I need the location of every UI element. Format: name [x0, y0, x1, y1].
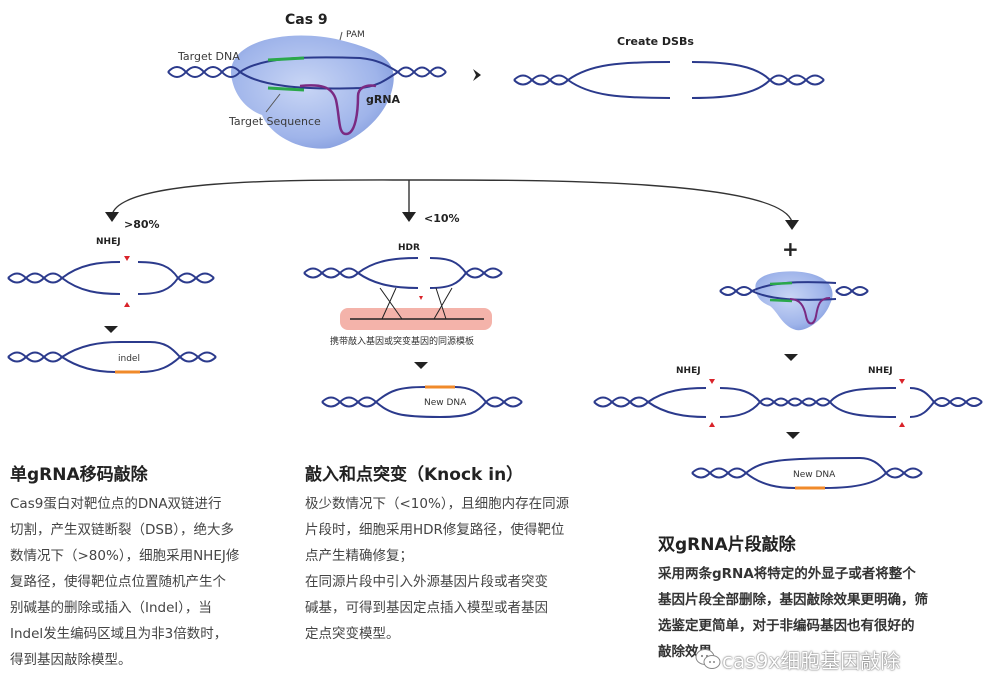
pam-label: PAM [346, 30, 365, 40]
body-line: 别碱基的删除或插入（Indel），当 [10, 600, 212, 616]
nhej-label: NHEJ [96, 237, 121, 247]
hdr-label: HDR [398, 243, 420, 253]
indel-label: indel [118, 354, 140, 364]
dna-bottom-strand [239, 71, 399, 90]
body-line: 点产生精确修复； [305, 548, 413, 564]
cas9-title: Cas 9 [285, 12, 328, 28]
target-dna-label: Target DNA [177, 50, 240, 63]
cut-marker [709, 379, 715, 384]
indel-dna [7, 341, 217, 374]
double-new-dna [691, 456, 923, 490]
template-label: 携带敲入基因或突变基因的同源模板 [330, 335, 474, 347]
cas9-complex-small [719, 271, 869, 331]
arrow-down-icon [784, 354, 798, 361]
body-line: 碱基，可得到基因定点插入模型或者基因 [305, 600, 548, 616]
body-line: 极少数情况下（<10%），且细胞内存在同源 [305, 496, 570, 512]
dsb-dna [513, 61, 825, 99]
cas9-complex [167, 31, 447, 149]
section-title: 单gRNA移码敲除 [10, 465, 148, 485]
dna-helix-right [397, 66, 447, 78]
arrow-down-icon [414, 362, 428, 369]
body-line: Cas9蛋白对靶位点的DNA双链进行 [10, 496, 222, 512]
cut-marker [899, 422, 905, 427]
body-line: 在同源片段中引入外源基因片段或者突变 [305, 574, 548, 590]
section-title: 双gRNA片段敲除 [658, 535, 796, 555]
watermark: cas9x细胞基因敲除 [722, 649, 901, 673]
nhej-broken-dna [7, 261, 215, 295]
arrow-down-icon [402, 212, 416, 222]
body-line: 复路径，使得靶位点位置随机产生个 [10, 574, 226, 590]
target-sequence-top [267, 56, 305, 62]
body-line: 切割，产生双链断裂（DSB），绝大多 [10, 522, 234, 538]
plus-sign: + [782, 237, 799, 261]
nhej-label-1: NHEJ [676, 366, 701, 376]
cut-marker [899, 379, 905, 384]
crossover-lines [379, 287, 453, 320]
section-body: 极少数情况下（<10%），且细胞内存在同源 片段时，细胞采用HDR修复路径，使得… [305, 491, 605, 647]
section-single-grna: 单gRNA移码敲除 Cas9蛋白对靶位点的DNA双链进行 切割，产生双链断裂（D… [10, 460, 270, 673]
pct-nhej: >80% [124, 218, 160, 231]
arrow-down-icon [104, 326, 118, 333]
body-line: 定点突变模型。 [305, 626, 400, 642]
body-line: 选鉴定更简单，对于非编码基因也有很好的 [658, 618, 915, 634]
section-title: 敲入和点突变（Knock in） [305, 465, 524, 485]
body-line: 数情况下（>80%），细胞采用NHEJ修 [10, 548, 240, 564]
target-sequence-label: Target Sequence [228, 115, 321, 128]
hdr-new-dna [321, 385, 523, 419]
cut-marker [419, 296, 423, 300]
new-dna-label-middle: New DNA [424, 398, 467, 408]
body-line: 基因片段全部删除，基因敲除效果更明确，筛 [658, 592, 928, 608]
create-dsbs-label: Create DSBs [617, 35, 694, 48]
new-dna-label-right: New DNA [793, 470, 836, 480]
grna-label: gRNA [366, 93, 401, 106]
cut-marker [124, 256, 130, 261]
target-sequence-bottom [267, 86, 305, 92]
body-line: 片段时，细胞采用HDR修复路径，使得靶位 [305, 522, 565, 538]
pct-hdr: <10% [424, 212, 460, 225]
branch-arrows [111, 179, 793, 223]
cas9-protein [231, 35, 394, 149]
body-line: Indel发生编码区域且为非3倍数时， [10, 626, 228, 642]
cut-marker [709, 422, 715, 427]
body-line: 得到基因敲除模型。 [10, 652, 132, 668]
chevron-right-icon [473, 69, 481, 81]
arrow-down-icon [785, 220, 799, 230]
section-body: Cas9蛋白对靶位点的DNA双链进行 切割，产生双链断裂（DSB），绝大多 数情… [10, 491, 270, 673]
cut-marker [124, 302, 130, 307]
arrow-down-icon [105, 212, 119, 222]
wechat-icon [695, 649, 721, 669]
section-body: 采用两条gRNA将特定的外显子或者将整个 基因片段全部删除，基因敲除效果更明确，… [658, 561, 978, 665]
grna-strand [299, 84, 377, 136]
body-line: 采用两条gRNA将特定的外显子或者将整个 [658, 566, 916, 582]
section-double-grna: 双gRNA片段敲除 采用两条gRNA将特定的外显子或者将整个 基因片段全部删除，… [658, 530, 978, 665]
hdr-broken-dna [303, 257, 503, 289]
section-knock-in: 敲入和点突变（Knock in） 极少数情况下（<10%），且细胞内存在同源 片… [305, 460, 605, 647]
nhej-label-2: NHEJ [868, 366, 893, 376]
dna-top-strand [239, 56, 399, 73]
arrow-down-icon [786, 432, 800, 439]
double-cut-dna [593, 387, 983, 418]
